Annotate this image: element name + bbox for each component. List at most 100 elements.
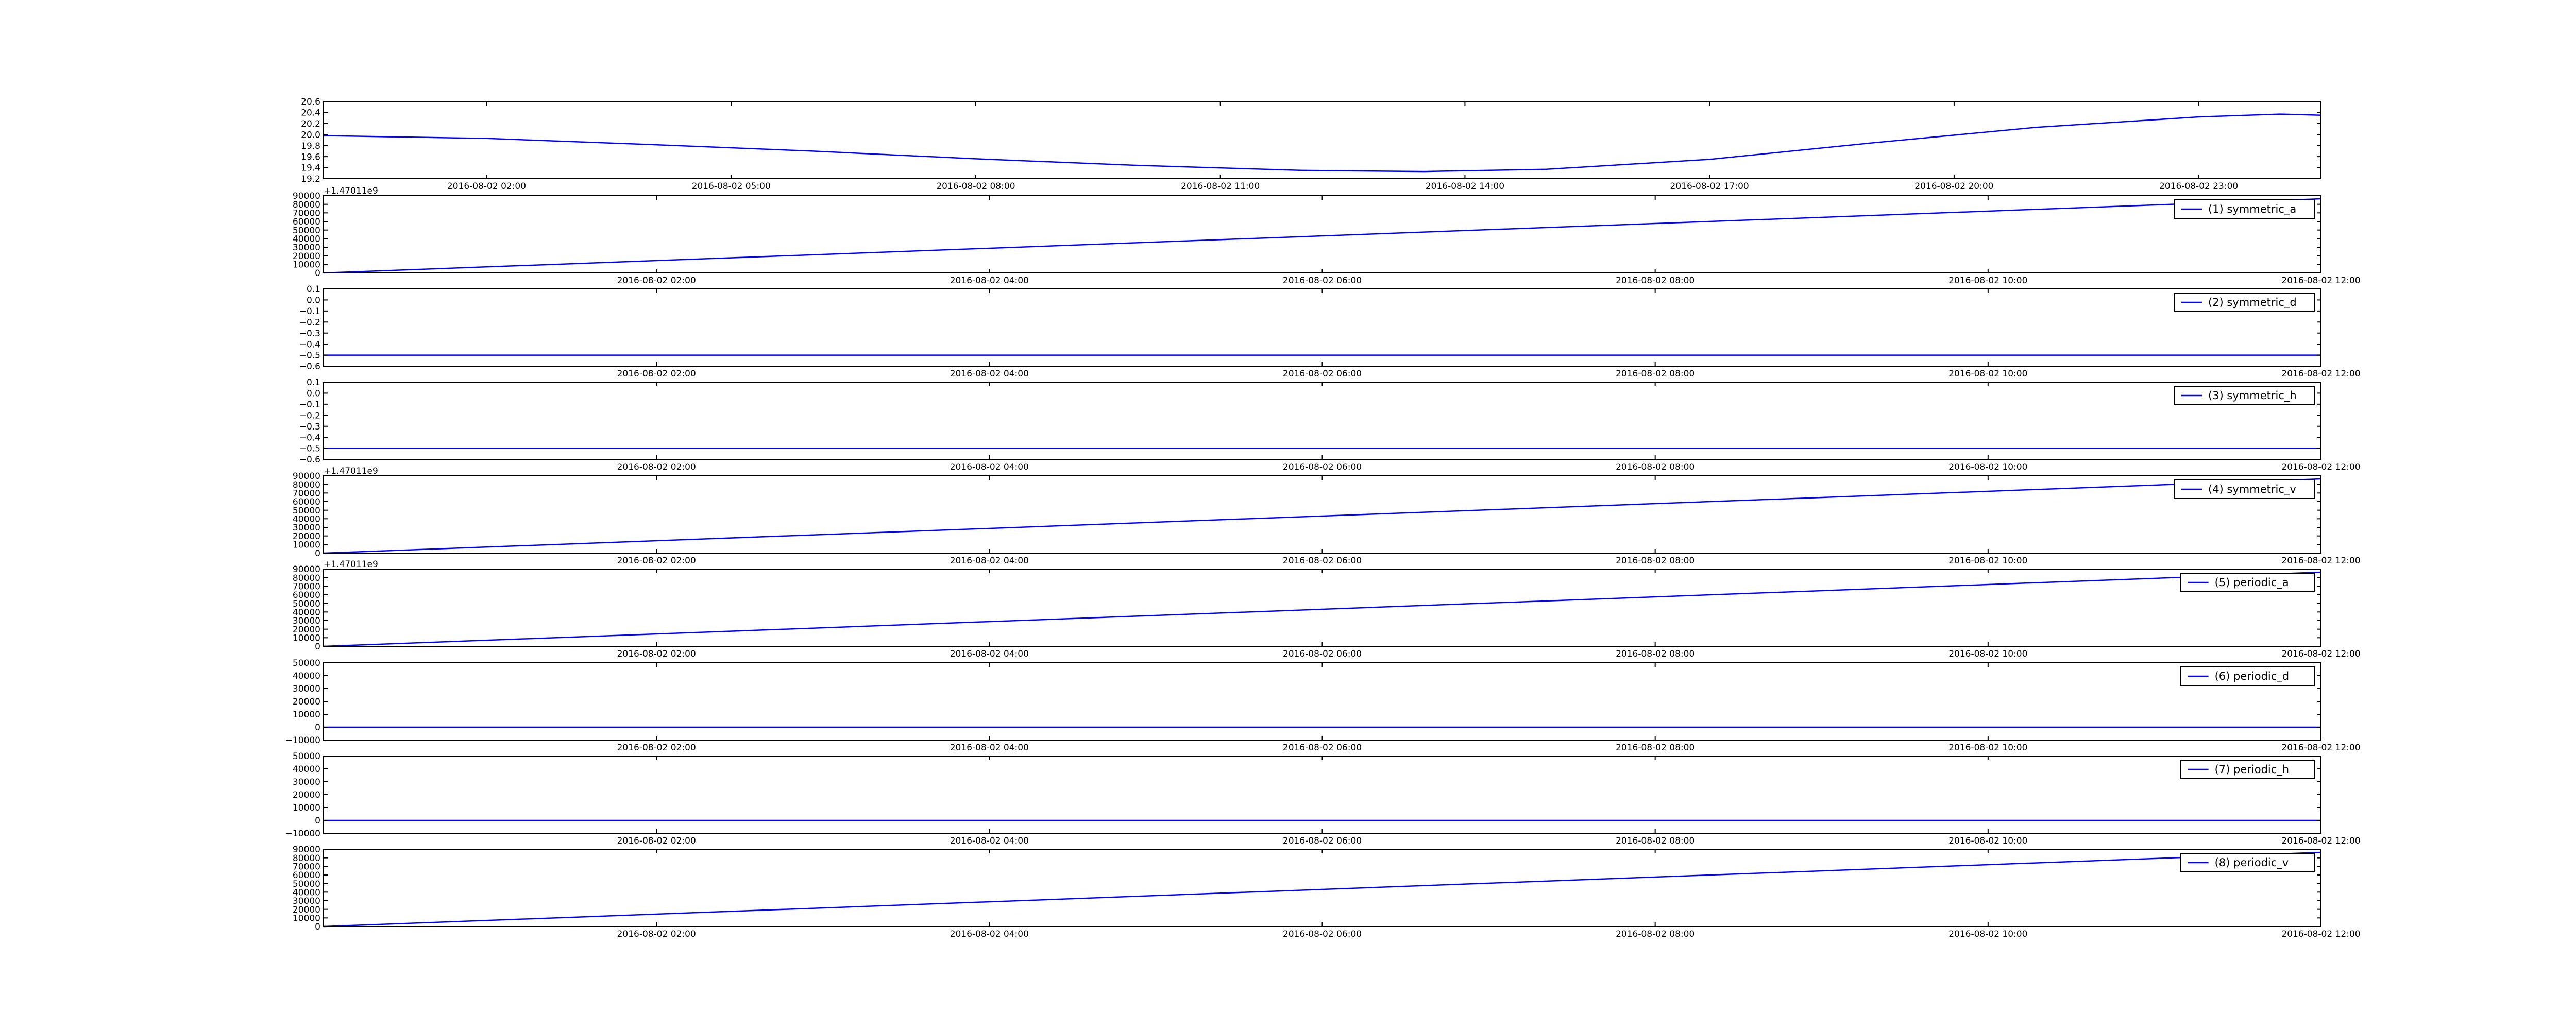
subplot-5: 0100002000030000400005000060000700008000…: [293, 466, 2361, 566]
series-line-1: [323, 113, 2321, 173]
y-tick-label: 0.1: [307, 377, 320, 388]
y-tick-label: −0.1: [299, 306, 320, 317]
x-tick-label: 2016-08-02 10:00: [1948, 462, 2027, 472]
axes-frame: [323, 101, 2321, 179]
axes-frame: [323, 756, 2321, 834]
y-tick-label: 40000: [293, 671, 320, 681]
y-tick-label: −0.4: [299, 339, 320, 350]
x-tick-label: 2016-08-02 10:00: [1948, 276, 2027, 286]
y-tick-label: 10000: [293, 913, 320, 923]
x-tick-label: 2016-08-02 04:00: [950, 929, 1029, 939]
legend-label: (7) periodic_h: [2215, 763, 2290, 776]
y-tick-label: 40000: [293, 887, 320, 898]
axis-offset-label: +1.47011e9: [324, 186, 378, 196]
y-tick-label: 60000: [293, 870, 320, 881]
y-tick-label: 0: [315, 816, 320, 826]
x-tick-label: 2016-08-02 02:00: [617, 276, 696, 286]
x-tick-label: 2016-08-02 04:00: [950, 649, 1029, 659]
subplot-2: 0100002000030000400005000060000700008000…: [293, 186, 2361, 286]
y-tick-label: 0: [315, 268, 320, 279]
series-line-9: [323, 851, 2321, 928]
x-tick-label: 2016-08-02 14:00: [1426, 181, 1504, 192]
y-tick-label: 30000: [293, 896, 320, 906]
y-tick-label: −0.2: [299, 410, 320, 421]
y-tick-label: 20000: [293, 790, 320, 800]
y-tick-label: 90000: [293, 471, 320, 482]
x-tick-label: 2016-08-02 12:00: [2281, 743, 2360, 753]
legend-label: (4) symmetric_v: [2208, 483, 2296, 496]
x-tick-label: 2016-08-02 04:00: [950, 556, 1029, 566]
y-tick-label: 90000: [293, 845, 320, 855]
subplot-3: −0.6−0.5−0.4−0.3−0.2−0.10.00.12016-08-02…: [299, 284, 2361, 379]
legend: (7) periodic_h: [2180, 760, 2316, 779]
x-tick-label: 2016-08-02 06:00: [1283, 556, 1362, 566]
y-tick-label: −0.5: [299, 444, 320, 454]
y-tick-label: 50000: [293, 658, 320, 668]
x-tick-label: 2016-08-02 06:00: [1283, 462, 1362, 472]
legend: (2) symmetric_d: [2174, 293, 2315, 312]
x-tick-label: 2016-08-02 08:00: [1616, 836, 1694, 846]
x-tick-label: 2016-08-02 04:00: [950, 743, 1029, 753]
x-tick-label: 2016-08-02 10:00: [1948, 743, 2027, 753]
y-tick-label: 50000: [293, 599, 320, 609]
x-tick-label: 2016-08-02 12:00: [2281, 556, 2360, 566]
series-line-6: [323, 571, 2321, 647]
legend-label: (8) periodic_v: [2215, 856, 2289, 869]
x-tick-label: 2016-08-02 06:00: [1283, 929, 1362, 939]
x-tick-label: 2016-08-02 04:00: [950, 369, 1029, 379]
y-tick-label: 30000: [293, 684, 320, 694]
y-tick-label: 50000: [293, 226, 320, 236]
y-tick-label: −0.6: [299, 455, 320, 465]
x-tick-label: 2016-08-02 11:00: [1181, 181, 1260, 192]
y-tick-label: 90000: [293, 191, 320, 201]
x-tick-label: 2016-08-02 08:00: [1616, 743, 1694, 753]
series-line-5: [323, 478, 2321, 554]
y-tick-label: 20000: [293, 697, 320, 707]
y-tick-label: 50000: [293, 751, 320, 762]
subplot-7: −10000010000200003000040000500002016-08-…: [285, 658, 2361, 753]
subplot-1: 19.219.419.619.820.020.220.420.62016-08-…: [301, 97, 2321, 192]
x-tick-label: 2016-08-02 20:00: [1914, 181, 1993, 192]
y-tick-label: 30000: [293, 777, 320, 787]
legend-label: (3) symmetric_h: [2208, 389, 2297, 402]
y-tick-label: 70000: [293, 208, 320, 218]
y-tick-label: 90000: [293, 564, 320, 575]
x-tick-label: 2016-08-02 12:00: [2281, 929, 2360, 939]
y-tick-label: 10000: [293, 540, 320, 550]
x-tick-label: 2016-08-02 04:00: [950, 836, 1029, 846]
x-tick-label: 2016-08-02 08:00: [1616, 462, 1694, 472]
x-tick-label: 2016-08-02 12:00: [2281, 836, 2360, 846]
legend-label: (5) periodic_a: [2215, 576, 2289, 589]
x-tick-label: 2016-08-02 06:00: [1283, 836, 1362, 846]
y-tick-label: 60000: [293, 590, 320, 600]
subplot-8: −10000010000200003000040000500002016-08-…: [285, 751, 2361, 846]
y-tick-label: 20.2: [301, 119, 320, 129]
y-tick-label: 0.0: [307, 389, 320, 399]
axes-frame: [323, 662, 2321, 741]
legend-label: (6) periodic_d: [2215, 670, 2290, 683]
y-tick-label: 30000: [293, 616, 320, 626]
x-tick-label: 2016-08-02 02:00: [617, 369, 696, 379]
y-tick-label: 0.0: [307, 296, 320, 306]
x-tick-label: 2016-08-02 05:00: [692, 181, 771, 192]
y-tick-label: 0.1: [307, 284, 320, 295]
axis-offset-label: +1.47011e9: [324, 559, 378, 570]
x-tick-label: 2016-08-02 12:00: [2281, 649, 2360, 659]
legend: (8) periodic_v: [2180, 853, 2316, 872]
y-tick-label: −0.3: [299, 422, 320, 432]
y-tick-label: −0.2: [299, 317, 320, 328]
y-tick-label: 40000: [293, 234, 320, 244]
y-tick-label: 20000: [293, 905, 320, 915]
x-tick-label: 2016-08-02 04:00: [950, 462, 1029, 472]
legend-box: [2174, 479, 2315, 499]
y-tick-label: 70000: [293, 862, 320, 872]
y-tick-label: −0.1: [299, 400, 320, 410]
y-tick-label: 80000: [293, 853, 320, 864]
x-tick-label: 2016-08-02 02:00: [617, 556, 696, 566]
x-tick-label: 2016-08-02 02:00: [447, 181, 526, 192]
y-tick-label: 70000: [293, 581, 320, 592]
y-tick-label: 20.6: [301, 97, 320, 107]
y-tick-label: −0.5: [299, 351, 320, 361]
x-tick-label: 2016-08-02 06:00: [1283, 369, 1362, 379]
legend: (4) symmetric_v: [2174, 479, 2315, 499]
